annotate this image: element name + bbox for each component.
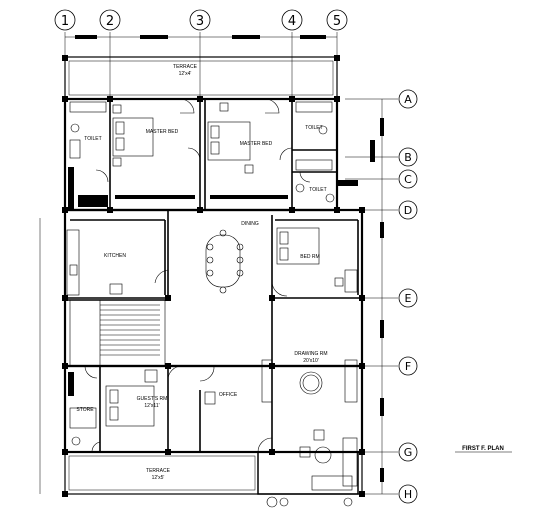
- grid-label-row-g: G: [404, 446, 413, 459]
- grid-label-col-5: 5: [333, 14, 341, 29]
- room-label-toilet-1: TOILET: [84, 136, 101, 142]
- grid-label-row-h: H: [404, 488, 412, 501]
- grid-bubbles-rows: [398, 89, 418, 504]
- room-label-guest-room: GUEST'S RM: [137, 396, 168, 402]
- room-label-toilet-2: TOILET: [305, 125, 322, 131]
- interior-walls: [65, 99, 362, 452]
- grid-label-row-e: E: [405, 292, 412, 305]
- grid-label-row-a: A: [404, 93, 412, 106]
- room-label-dining: DINING: [241, 221, 259, 227]
- grid-label-row-f: F: [405, 360, 411, 373]
- drawing-title: FIRST F. PLAN: [462, 446, 504, 452]
- room-label-master-bed-1: MASTER BED: [146, 129, 179, 135]
- room-label-master-bed-2: MASTER BED: [240, 141, 273, 147]
- room-label-bed-room: BED RM: [300, 254, 319, 260]
- room-label-kitchen: KITCHEN: [104, 253, 126, 259]
- dimension-ticks: [75, 35, 384, 482]
- grid-label-col-2: 2: [106, 14, 114, 29]
- room-labels: TERRACE 12'x4' TOILET MASTER BED MASTER …: [76, 64, 327, 481]
- room-label-drawing-room: DRAWING RM: [294, 351, 327, 357]
- room-label-office: OFFICE: [219, 392, 238, 398]
- structural-columns: [62, 55, 365, 497]
- room-size-terrace-bottom: 12'x5': [152, 475, 165, 481]
- furniture: [66, 101, 358, 508]
- room-size-terrace-top: 12'x4': [179, 71, 192, 77]
- grid-bubbles-columns: [54, 9, 348, 31]
- grid-label-row-c: C: [404, 173, 412, 186]
- room-label-toilet-3: TOILET: [309, 187, 326, 193]
- room-size-guest-room: 12'x11': [144, 403, 159, 409]
- grid-label-row-b: B: [404, 151, 412, 164]
- staircase: [69, 299, 166, 367]
- grid-label-col-4: 4: [288, 14, 296, 29]
- doors: [84, 98, 311, 453]
- room-label-terrace-top: TERRACE: [173, 64, 198, 70]
- grid-label-col-3: 3: [196, 14, 204, 29]
- room-size-drawing-room: 20'x10': [303, 358, 319, 364]
- room-label-terrace-bottom: TERRACE: [146, 468, 171, 474]
- grid-label-col-1: 1: [61, 14, 69, 29]
- wall-hatching: [68, 167, 358, 396]
- room-label-store: STORE: [76, 407, 94, 413]
- grid-label-row-d: D: [404, 204, 412, 217]
